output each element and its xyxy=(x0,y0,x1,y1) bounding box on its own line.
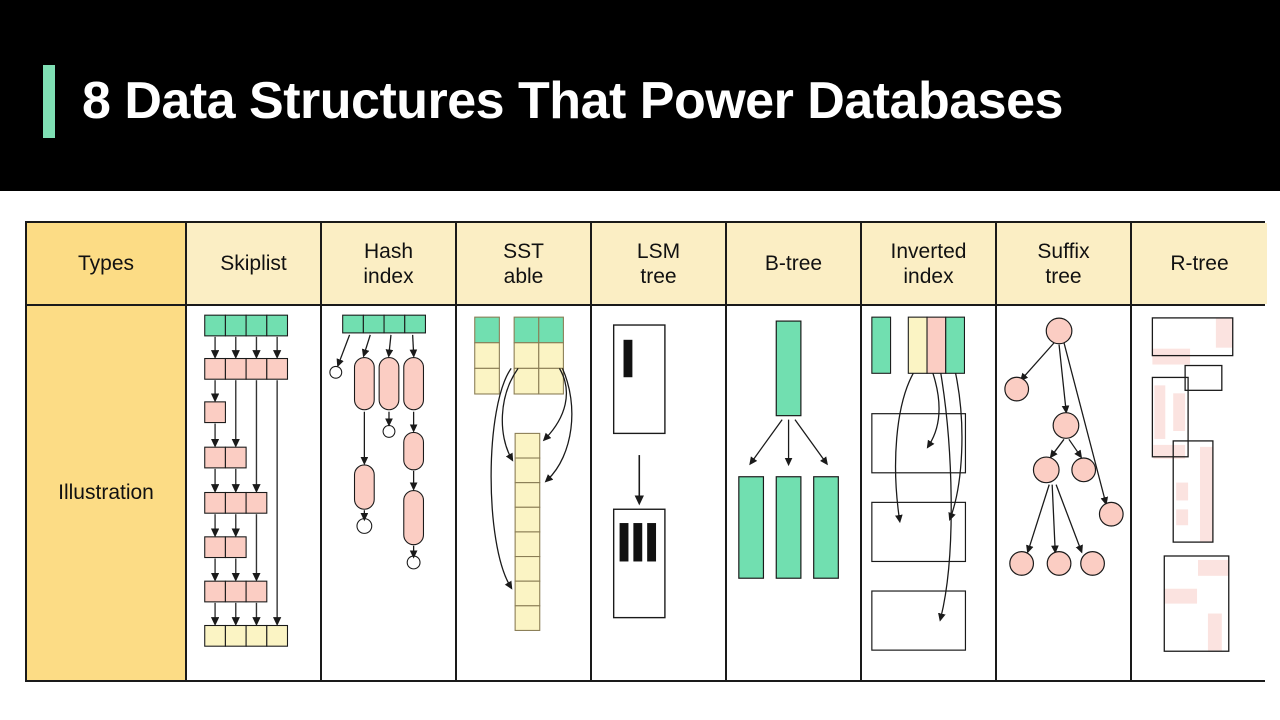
illustration-hash-index xyxy=(322,306,457,680)
hash-bucket-array xyxy=(342,314,426,334)
header-label-r-tree: R-tree xyxy=(1170,252,1229,275)
row-label-illustration-text: Illustration xyxy=(58,481,154,504)
b-tree-diagram xyxy=(738,320,839,579)
header-cell-r-tree: R-tree xyxy=(1132,223,1267,304)
header-label-skiplist: Skiplist xyxy=(220,252,287,275)
suffix-tree-nodes xyxy=(1004,317,1124,576)
illustration-suffix-tree xyxy=(997,306,1132,680)
title-banner: 8 Data Structures That Power Databases xyxy=(0,0,1280,191)
b-tree-root-node xyxy=(775,320,802,417)
sstable-arrows xyxy=(490,368,573,590)
illustration-sstable xyxy=(457,306,592,680)
illustration-b-tree xyxy=(727,306,862,680)
skiplist-diagram xyxy=(204,314,289,647)
header-label-types: Types xyxy=(77,252,135,275)
skiplist-level-5 xyxy=(204,536,247,559)
table-illustration-row: Illustration xyxy=(27,306,1267,680)
row-label-illustration: Illustration xyxy=(27,306,187,680)
sstable-right-green xyxy=(513,316,540,344)
inverted-index-arrows xyxy=(894,372,963,622)
hash-null-terminators xyxy=(329,365,421,570)
hash-index-arrows xyxy=(336,334,418,559)
inverted-index-terms xyxy=(871,316,966,374)
r-tree-bounding-boxes xyxy=(1151,317,1234,652)
r-tree-leaf-regions xyxy=(1152,317,1233,652)
suffix-tree-edges xyxy=(1019,342,1109,554)
b-tree-edges xyxy=(749,419,828,467)
illustration-lsm-tree xyxy=(592,306,727,680)
skiplist-level-1 xyxy=(204,357,289,380)
sstable-sorted-run xyxy=(514,432,541,631)
header-cell-skiplist: Skiplist xyxy=(187,223,322,304)
skiplist-level-0 xyxy=(204,314,289,337)
sstable-left-green xyxy=(474,316,500,344)
illustration-r-tree xyxy=(1132,306,1267,680)
skiplist-level-2 xyxy=(204,401,226,424)
skiplist-level-6 xyxy=(204,580,268,603)
header-label-b-tree: B-tree xyxy=(764,252,823,275)
illustration-inverted-index xyxy=(862,306,997,680)
accent-bar xyxy=(43,65,55,138)
inverted-index-diagram xyxy=(871,316,967,651)
header-cell-b-tree: B-tree xyxy=(727,223,862,304)
skiplist-level-7 xyxy=(204,624,289,647)
hash-index-diagram xyxy=(329,314,426,570)
lsm-sstables xyxy=(612,508,666,619)
b-tree-leaf-nodes xyxy=(738,476,839,579)
skiplist-arrows xyxy=(210,336,282,626)
lsm-tree-diagram xyxy=(612,324,666,619)
sstable-diagram xyxy=(474,316,573,631)
page-title: 8 Data Structures That Power Databases xyxy=(82,72,1063,130)
illustration-skiplist xyxy=(187,306,322,680)
lsm-memtable xyxy=(612,324,666,435)
skiplist-level-4 xyxy=(204,491,268,514)
skiplist-level-3 xyxy=(204,446,247,469)
header-cell-types: Types xyxy=(27,223,187,304)
suffix-tree-diagram xyxy=(1004,317,1124,576)
r-tree-diagram xyxy=(1151,317,1234,652)
